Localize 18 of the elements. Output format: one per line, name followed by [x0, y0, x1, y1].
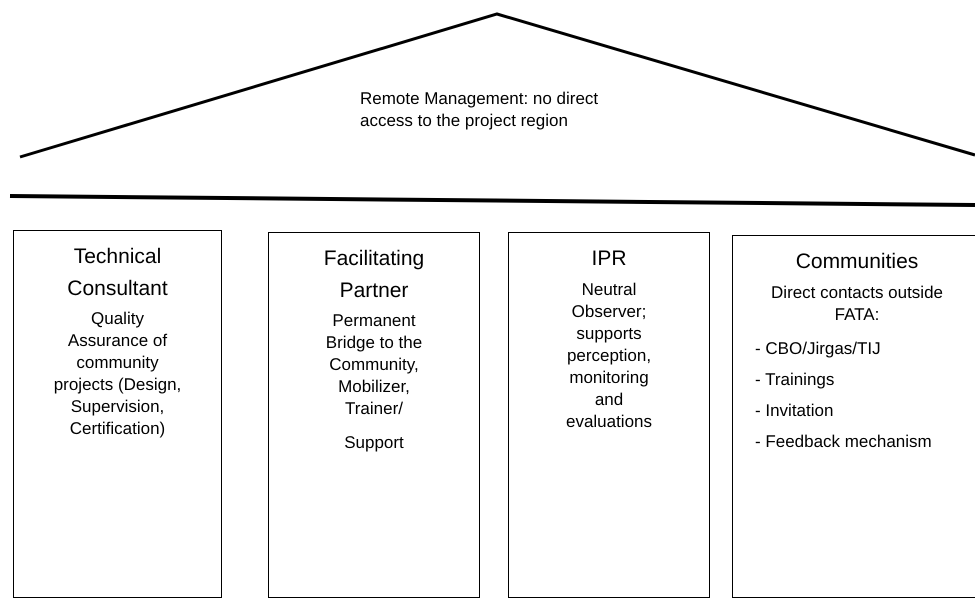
pillar-box	[268, 232, 480, 598]
pillar-heading: IPR	[590, 246, 628, 272]
list-item: - Invitation	[755, 400, 834, 422]
roof-text: Remote Management: no direct access to the project region	[360, 88, 600, 132]
list-item: - Feedback mechanism	[755, 430, 933, 453]
pillar-text: Direct contacts outside FATA:	[770, 282, 944, 326]
pillar-heading: Communities	[794, 249, 920, 275]
pillar-box	[508, 232, 710, 598]
list-item: - Trainings	[755, 368, 836, 391]
pillar-text: Neutral Observer; supports perception, monitoring and evaluations	[564, 278, 653, 434]
pillar-box	[13, 230, 222, 598]
list-item: - CBO/Jirgas/TIJ	[755, 338, 882, 360]
pillar-heading: Technical Consultant	[66, 244, 169, 302]
pillar-box	[732, 235, 975, 598]
pillar-heading: Facilitating Partner	[322, 246, 426, 304]
pillar-text: Permanent Bridge to the Community, Mobilizer, Trainer/	[324, 310, 424, 420]
pillar-text: Support	[343, 432, 405, 454]
pillar-text: Quality Assurance of community projects (Design, Supervision, Certification)	[52, 308, 182, 440]
